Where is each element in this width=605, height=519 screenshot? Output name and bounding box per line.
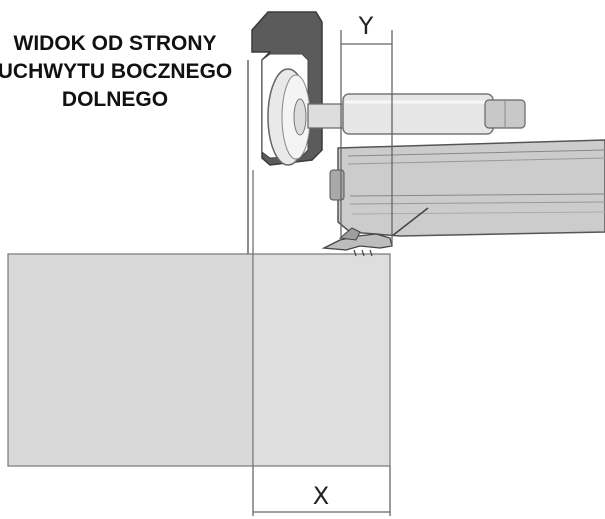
bottom-side-clip bbox=[321, 207, 429, 257]
dimension-x: X bbox=[252, 466, 391, 516]
caption-line-3: DOLNEGO bbox=[61, 88, 169, 111]
roller-wheel bbox=[267, 68, 311, 166]
panel-right bbox=[252, 253, 391, 467]
dimension-y-label: Y bbox=[358, 12, 374, 40]
dimension-y: Y bbox=[340, 12, 393, 246]
view-caption: WIDOK OD STRONY UCHWYTU BOCZNEGO DOLNEGO bbox=[0, 30, 250, 114]
roller-axle bbox=[307, 93, 526, 135]
caption-line-1: WIDOK OD STRONY bbox=[13, 32, 217, 55]
vertical-frame bbox=[247, 60, 254, 254]
caption-line-2: UCHWYTU BOCZNEGO bbox=[0, 60, 233, 83]
panel-block bbox=[7, 253, 391, 467]
beam-profile bbox=[329, 139, 605, 237]
panel-left bbox=[7, 253, 254, 467]
dimension-x-label: X bbox=[313, 482, 329, 510]
